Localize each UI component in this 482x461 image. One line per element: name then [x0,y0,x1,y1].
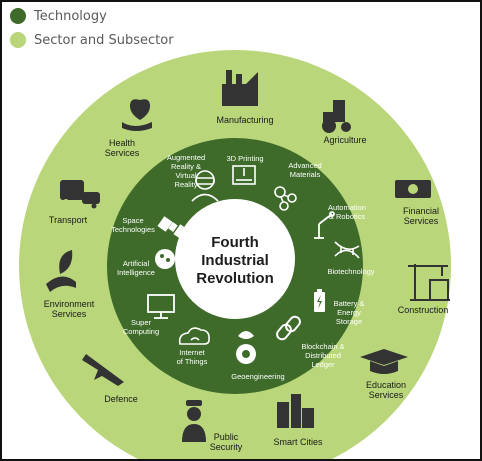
center-title-line-3: Revolution [196,270,274,287]
graduation-cap-icon [360,349,408,374]
tech-label-automation-robotics: Automation& Robotics [328,203,366,221]
jet-icon [82,354,124,386]
plant-hand-icon [46,250,76,292]
chain-icon [276,315,301,341]
police-icon [182,400,206,442]
sector-label-agriculture: Agriculture [323,135,366,145]
satellite-icon [157,216,189,240]
legend-item-technology: Technology [10,4,174,28]
center-title-line-1: Fourth [211,234,258,251]
factory-icon [222,70,258,106]
heart-hand-icon [122,99,152,131]
center-title: Fourth Industrial Revolution [196,234,274,287]
sector-label-manufacturing: Manufacturing [216,115,273,125]
legend-swatch-technology [10,8,26,24]
legend: Technology Sector and Subsector [10,4,174,52]
money-icon [395,180,431,198]
sector-label-transport: Transport [49,215,88,225]
sector-label-construction: Construction [398,305,449,315]
gear-leaf-icon [236,331,256,364]
legend-label-sector: Sector and Subsector [34,32,174,48]
legend-label-technology: Technology [34,8,107,24]
tech-label-3d-printing: 3D Printing [226,154,263,163]
monitor-icon [147,294,175,319]
vehicles-icon [60,180,100,209]
center-title-line-2: Industrial [201,252,269,269]
city-icon [277,394,314,428]
molecule-icon [274,186,297,211]
tech-label-biotechnology: Biotechnology [327,267,374,276]
tractor-icon [322,100,351,133]
dna-icon [334,241,360,259]
robot-arm-icon [314,211,335,239]
center-circle [175,199,295,319]
sector-label-smart-cities: Smart Cities [273,437,323,447]
printer-3d-icon [232,165,256,185]
battery-icon [314,289,325,312]
legend-swatch-sector [10,32,26,48]
tech-label-geoengineering: Geoengineering [231,372,284,381]
legend-item-sector: Sector and Subsector [10,28,174,52]
brain-icon [155,249,175,269]
vr-headset-icon [191,170,219,202]
sector-label-defence: Defence [104,394,138,404]
crane-icon [408,264,450,301]
cloud-wifi-icon [178,327,210,345]
